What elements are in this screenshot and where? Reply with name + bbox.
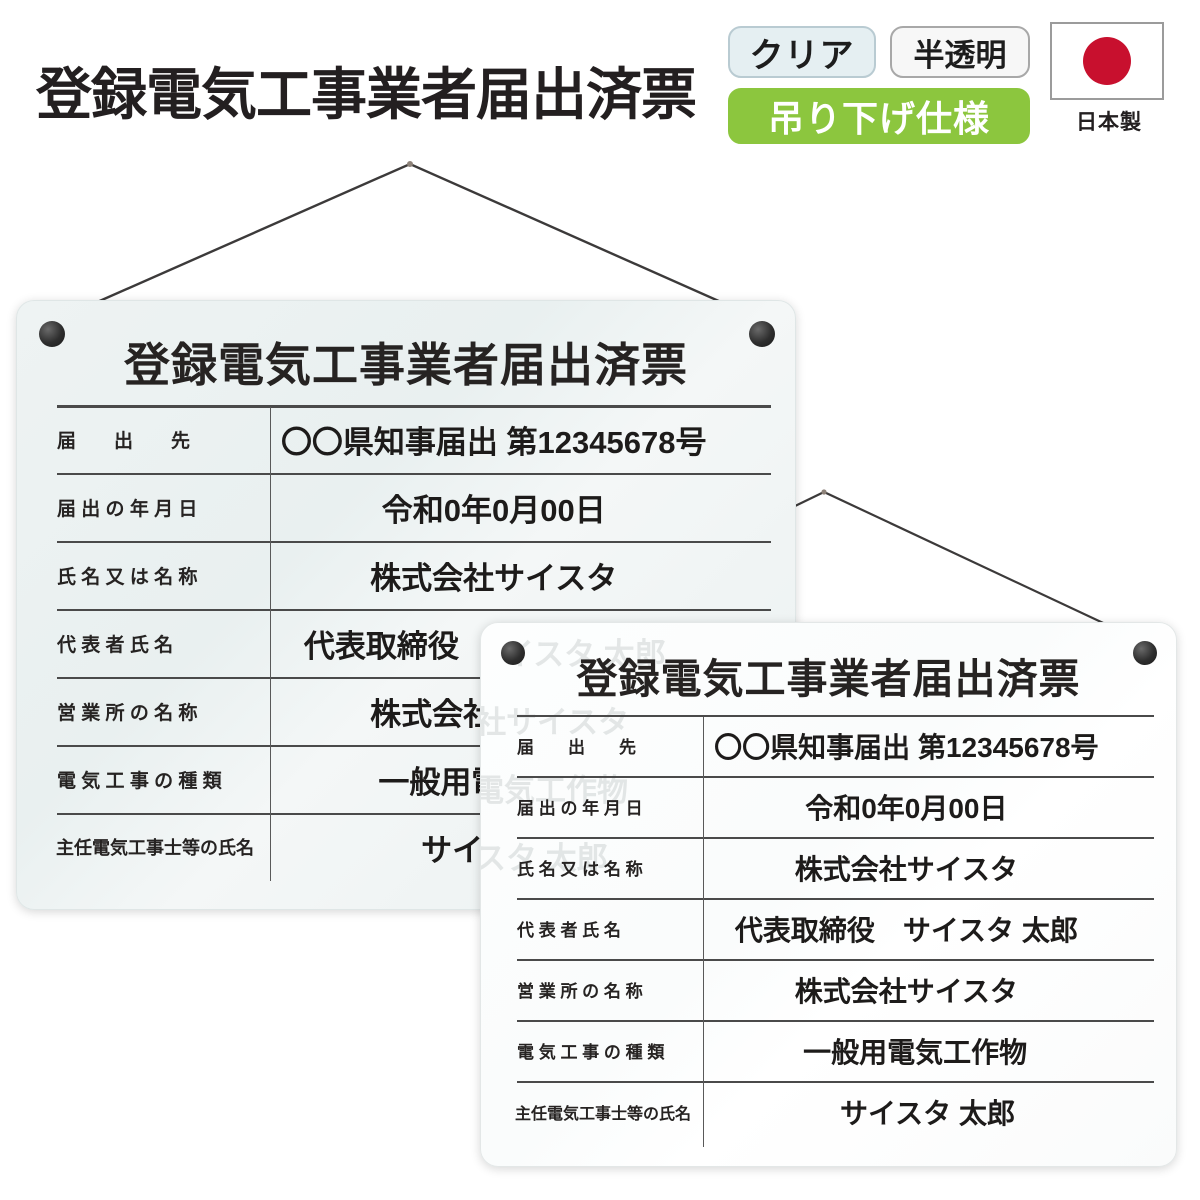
- divider: [517, 715, 1154, 717]
- table-row: 届 出 先 〇〇県知事届出 第12345678号: [57, 405, 757, 473]
- row-value: 令和0年0月00日: [381, 492, 606, 528]
- divider: [57, 677, 771, 679]
- hanging-eyelet: [39, 321, 65, 347]
- divider: [57, 745, 771, 747]
- table-row: 営 業 所 の 名 称 株式会社サイスタ: [517, 959, 1142, 1020]
- divider: [517, 1020, 1154, 1022]
- hanging-eyelet: [501, 641, 525, 665]
- row-value: 株式会社サイスタ: [370, 560, 618, 596]
- row-label: 氏 名 又 は 名 称: [517, 860, 643, 879]
- row-value: 〇〇県知事届出 第12345678号: [714, 731, 1099, 763]
- row-label: 届 出 の 年 月 日: [517, 799, 643, 818]
- japan-flag-icon: [1050, 22, 1164, 100]
- divider: [517, 898, 1154, 900]
- divider: [517, 837, 1154, 839]
- badge-clear: クリア: [728, 26, 876, 78]
- row-label: 電 気 工 事 の 種 類: [517, 1043, 665, 1062]
- row-label: 営 業 所 の 名 称: [57, 702, 198, 724]
- row-value: 株式会社サイスタ: [794, 975, 1018, 1007]
- divider: [57, 541, 771, 543]
- divider: [57, 405, 771, 408]
- hanging-eyelet: [749, 321, 775, 347]
- hanging-eyelet: [1133, 641, 1157, 665]
- sign-title: 登録電気工事業者届出済票: [576, 656, 1081, 702]
- divider: [517, 1081, 1154, 1083]
- page-title: 登録電気工事業者届出済票: [36, 65, 697, 127]
- row-label: 代 表 者 氏 名: [57, 634, 174, 656]
- front-plate-content: 登録電気工事業者届出済票 届 出 先 〇〇県知事届出 第12345678号 届 …: [481, 623, 1176, 1166]
- flag-sun-disc: [1083, 37, 1131, 85]
- made-in-japan-label: 日本製: [1076, 110, 1142, 134]
- sign-title: 登録電気工事業者届出済票: [124, 339, 688, 391]
- row-label: 氏 名 又 は 名 称: [57, 566, 198, 588]
- row-value: 代表取締役 サイスタ 太郎: [734, 914, 1078, 946]
- table-row: 届 出 の 年 月 日 令和0年0月00日: [57, 473, 757, 541]
- table-row: 氏 名 又 は 名 称 株式会社サイスタ: [57, 541, 757, 609]
- row-value: 〇〇県知事届出 第12345678号: [280, 424, 707, 460]
- table-row: 届 出 の 年 月 日 令和0年0月00日: [517, 776, 1142, 837]
- row-label: 届 出 先: [57, 430, 191, 452]
- column-divider: [270, 407, 271, 881]
- table-row: 代 表 者 氏 名 代表取締役 サイスタ 太郎: [517, 898, 1142, 959]
- badge-translucent: 半透明: [890, 26, 1030, 78]
- table-row: 電 気 工 事 の 種 類 一般用電気工作物: [517, 1020, 1142, 1081]
- row-label: 営 業 所 の 名 称: [517, 982, 643, 1001]
- badge-hanging-spec: 吊り下げ仕様: [728, 88, 1030, 144]
- made-in-japan-block: 日本製: [1050, 22, 1168, 136]
- row-value: 令和0年0月00日: [805, 792, 1008, 824]
- column-divider: [703, 717, 704, 1147]
- feature-badge-group: クリア 半透明 吊り下げ仕様: [728, 26, 1068, 148]
- row-value: 一般用電気工作物: [803, 1036, 1028, 1068]
- row-label: 主任電気工事士等の氏名: [515, 1105, 692, 1123]
- table-row: 氏 名 又 は 名 称 株式会社サイスタ: [517, 837, 1142, 898]
- divider: [57, 609, 771, 611]
- row-label: 主任電気工事士等の氏名: [56, 838, 254, 858]
- table-row: 主任電気工事士等の氏名 サイスタ 太郎: [515, 1081, 1142, 1142]
- divider: [57, 813, 771, 815]
- divider: [517, 959, 1154, 961]
- divider: [517, 776, 1154, 778]
- row-label: 代 表 者 氏 名: [517, 921, 621, 940]
- row-label: 電 気 工 事 の 種 類: [57, 770, 222, 792]
- table-row: 届 出 先 〇〇県知事届出 第12345678号: [517, 715, 1142, 776]
- row-label: 届 出 の 年 月 日: [57, 498, 198, 520]
- row-value: サイスタ 太郎: [840, 1097, 1015, 1129]
- wire-back-plate: [51, 162, 767, 324]
- front-plate: イスタ 太郎 社サイスタ 電気工作物 スタ 太郎 登録電気工事業者届出済票 届 …: [480, 622, 1177, 1167]
- row-value: 株式会社サイスタ: [794, 853, 1018, 885]
- row-label: 届 出 先: [517, 738, 636, 757]
- divider: [57, 473, 771, 475]
